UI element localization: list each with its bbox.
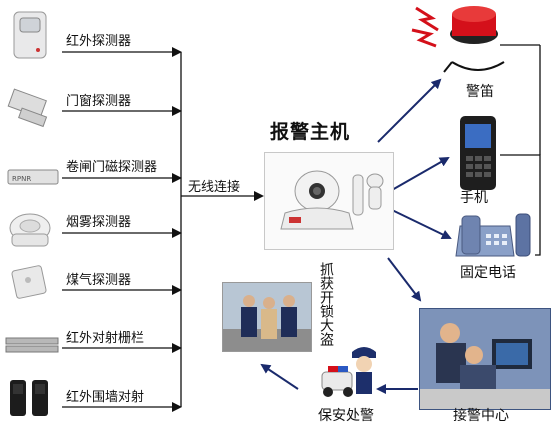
host-to-phone <box>391 157 450 191</box>
sensor-label-5: 煤气探测器 <box>66 273 132 288</box>
sensor-label-4: 烟雾探测器 <box>66 215 132 230</box>
smoke-detector-icon <box>9 213 51 247</box>
sensor-label-7: 红外围墙对射 <box>66 390 145 405</box>
landline-label: 固定电话 <box>460 265 516 281</box>
gas-detector-icon <box>11 265 47 299</box>
mobile-phone-icon <box>460 116 496 190</box>
mobile-phone-label: 手机 <box>460 190 488 206</box>
security-guard-icon <box>321 347 376 397</box>
svg-text:RPNR: RPNR <box>12 175 31 183</box>
sensor-label-3: 卷闸门磁探测器 <box>66 160 158 175</box>
security-response-label: 保安处警 <box>318 408 374 424</box>
host-panel <box>264 152 394 250</box>
sensor-label-2: 门窗探测器 <box>66 94 132 109</box>
alarm-center-label: 接警中心 <box>453 408 509 424</box>
siren-label: 警笛 <box>466 84 494 100</box>
siren-icon <box>411 6 505 73</box>
pir-sensor-icon <box>13 11 47 59</box>
sensor-label-1: 红外探测器 <box>66 34 132 49</box>
door-sensor-icon <box>7 88 48 128</box>
catch-thief-photo <box>222 282 312 352</box>
host-to-landline <box>391 209 452 240</box>
host-to-siren <box>377 78 442 143</box>
infrared-fence-icon <box>5 337 59 353</box>
wireless-link-label: 无线连接 <box>188 180 241 195</box>
host-to-center <box>387 257 422 302</box>
landline-phone-icon <box>455 213 531 257</box>
security-to-catch <box>260 363 299 390</box>
infrared-wall-beam-icon <box>10 380 48 416</box>
alarm-center-photo <box>419 308 551 410</box>
sensor-label-6: 红外对射栅栏 <box>66 331 145 346</box>
host-title: 报警主机 <box>270 121 351 143</box>
catch-thief-label: 抓获开锁大盗 <box>318 262 334 346</box>
roller-door-sensor-icon: RPNR <box>7 169 59 185</box>
alarm-host-camera-icon <box>280 170 384 230</box>
